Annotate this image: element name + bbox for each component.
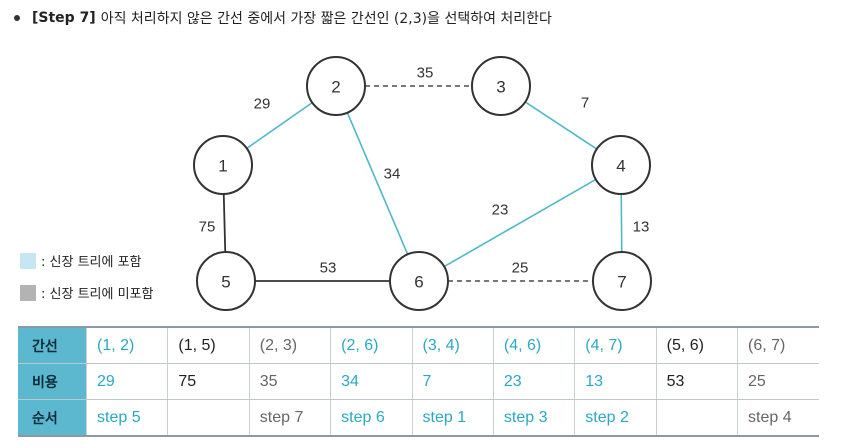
cost-cell: 53 <box>655 363 738 400</box>
step-description: [Step 7] 아직 처리하지 않은 간선 중에서 가장 짧은 간선인 (2,… <box>14 6 552 30</box>
node-label: 6 <box>414 273 423 292</box>
edge-weight-label: 13 <box>633 219 650 236</box>
edge-row-header: 간선 <box>18 326 87 364</box>
edge-weight-label: 35 <box>417 65 434 82</box>
order-cell: step 1 <box>411 399 494 437</box>
cost-cell: 29 <box>85 363 168 400</box>
order-cell <box>655 399 738 437</box>
edge-2-6 <box>346 112 409 255</box>
cost-row: 비용 29 75 35 34 7 23 13 53 25 <box>18 363 819 400</box>
cost-cell: 75 <box>167 363 250 400</box>
order-row-header: 순서 <box>18 399 87 437</box>
node-label: 4 <box>616 157 625 176</box>
edge-cell: (6, 7) <box>737 326 819 364</box>
node-label: 7 <box>617 273 626 292</box>
edge-weight-label: 75 <box>199 219 216 236</box>
order-cell: step 7 <box>248 399 331 437</box>
edge-1-2 <box>246 101 313 150</box>
legend-included: : 신장 트리에 포함 <box>20 251 142 270</box>
edge-table: 간선 (1, 2) (1, 5) (2, 3) (2, 6) (3, 4) (4… <box>18 326 819 437</box>
edge-weight-label: 53 <box>320 260 337 277</box>
edge-cell: (4, 7) <box>574 326 657 364</box>
node-5 <box>196 251 256 311</box>
cost-cell: 25 <box>737 363 819 400</box>
edge-cell: (3, 4) <box>411 326 494 364</box>
cost-cell: 7 <box>411 363 494 400</box>
node-label: 3 <box>496 78 505 97</box>
cost-row-header: 비용 <box>18 363 87 400</box>
bullet-icon <box>14 15 20 21</box>
node-3 <box>471 56 531 116</box>
edge-weight-label: 25 <box>512 260 529 277</box>
order-cell <box>167 399 250 437</box>
edge-cell: (1, 5) <box>167 326 250 364</box>
edge-cell: (2, 6) <box>330 326 412 364</box>
legend-excluded-label: : 신장 트리에 미포함 <box>41 287 154 302</box>
edge-cell: (4, 6) <box>492 326 575 364</box>
edge-3-4 <box>524 101 598 150</box>
included-swatch <box>20 252 36 269</box>
node-label: 1 <box>218 157 227 176</box>
excluded-swatch <box>20 284 36 301</box>
edge-cell: (2, 3) <box>248 326 331 364</box>
legend-excluded: : 신장 트리에 미포함 <box>20 283 153 302</box>
node-2 <box>306 56 366 116</box>
order-cell: step 3 <box>492 399 575 437</box>
edge-row: 간선 (1, 2) (1, 5) (2, 3) (2, 6) (3, 4) (4… <box>18 326 819 364</box>
step-label: [Step 7] <box>32 10 96 26</box>
step-text: 아직 처리하지 않은 간선 중에서 가장 짧은 간선인 (2,3)을 선택하여 … <box>100 11 552 27</box>
edge-1-5 <box>222 193 227 253</box>
edge-4-7 <box>620 193 623 253</box>
edge-cell: (5, 6) <box>655 326 738 364</box>
edge-4-6 <box>443 178 597 268</box>
edge-weight-label: 23 <box>492 202 509 219</box>
edge-weight-label: 29 <box>254 96 271 113</box>
cost-cell: 23 <box>492 363 575 400</box>
order-row: 순서 step 5 step 7 step 6 step 1 step 3 st… <box>18 399 819 437</box>
cost-cell: 13 <box>574 363 657 400</box>
node-4 <box>591 135 651 195</box>
edge-cell: (1, 2) <box>85 326 168 364</box>
cost-cell: 34 <box>330 363 412 400</box>
cost-cell: 35 <box>248 363 331 400</box>
order-cell: step 4 <box>737 399 819 437</box>
order-cell: step 5 <box>85 399 168 437</box>
node-6 <box>389 251 449 311</box>
edge-weight-label: 34 <box>384 166 401 183</box>
edge-weight-label: 7 <box>581 95 589 112</box>
node-1 <box>193 135 253 195</box>
node-label: 5 <box>221 273 230 292</box>
order-cell: step 6 <box>330 399 412 437</box>
node-7 <box>592 251 652 311</box>
order-cell: step 2 <box>574 399 657 437</box>
legend-included-label: : 신장 트리에 포함 <box>41 255 142 270</box>
node-label: 2 <box>331 78 340 97</box>
